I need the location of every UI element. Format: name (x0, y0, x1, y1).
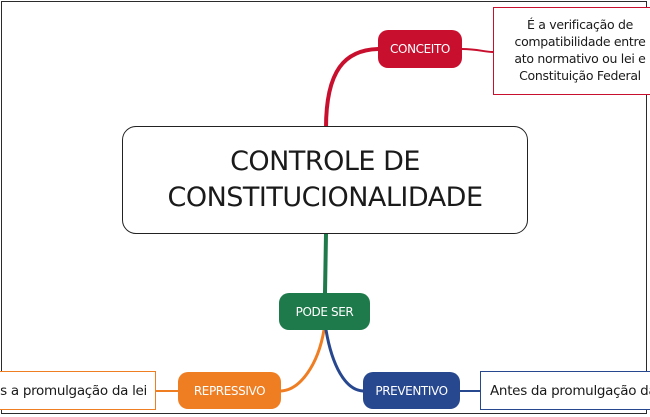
pode-ser-label: PODE SER (295, 304, 354, 319)
link-repressivo (279, 328, 326, 393)
central-topic-line-1: CONTROLE DE (230, 146, 420, 177)
repressivo-label: REPRESSIVO (193, 383, 266, 398)
repressivo-note-text: Após a promulgação da lei (0, 382, 147, 399)
preventivo-label: PREVENTIVO (375, 383, 448, 398)
link-preventivo (324, 328, 365, 393)
conceito-note-line-2: compatibilidade entre (514, 34, 646, 49)
pode-ser-node: PODE SER (279, 293, 370, 330)
central-topic-line-2: CONSTITUCIONALIDADE (167, 182, 483, 213)
preventivo-note: Antes da promulgação da lei (480, 371, 650, 410)
central-topic: CONTROLE DE CONSTITUCIONALIDADE (122, 126, 528, 234)
preventivo-node: PREVENTIVO (363, 372, 460, 409)
preventivo-note-text: Antes da promulgação da lei (490, 382, 650, 399)
conceito-note-line-1: É a verificação de (527, 17, 633, 32)
conceito-label: CONCEITO (390, 42, 450, 56)
link-pode-ser (323, 232, 328, 295)
conceito-note-line-3: ato normativo ou lei e (514, 51, 646, 66)
repressivo-note: Após a promulgação da lei (0, 371, 156, 410)
link-conceito (324, 47, 380, 130)
conceito-note-line-4: Constituição Federal (519, 68, 641, 83)
link-conceito-note (461, 48, 494, 53)
conceito-node: CONCEITO (378, 30, 462, 68)
repressivo-node: REPRESSIVO (178, 372, 281, 409)
conceito-note: É a verificação de compatibilidade entre… (493, 7, 650, 95)
